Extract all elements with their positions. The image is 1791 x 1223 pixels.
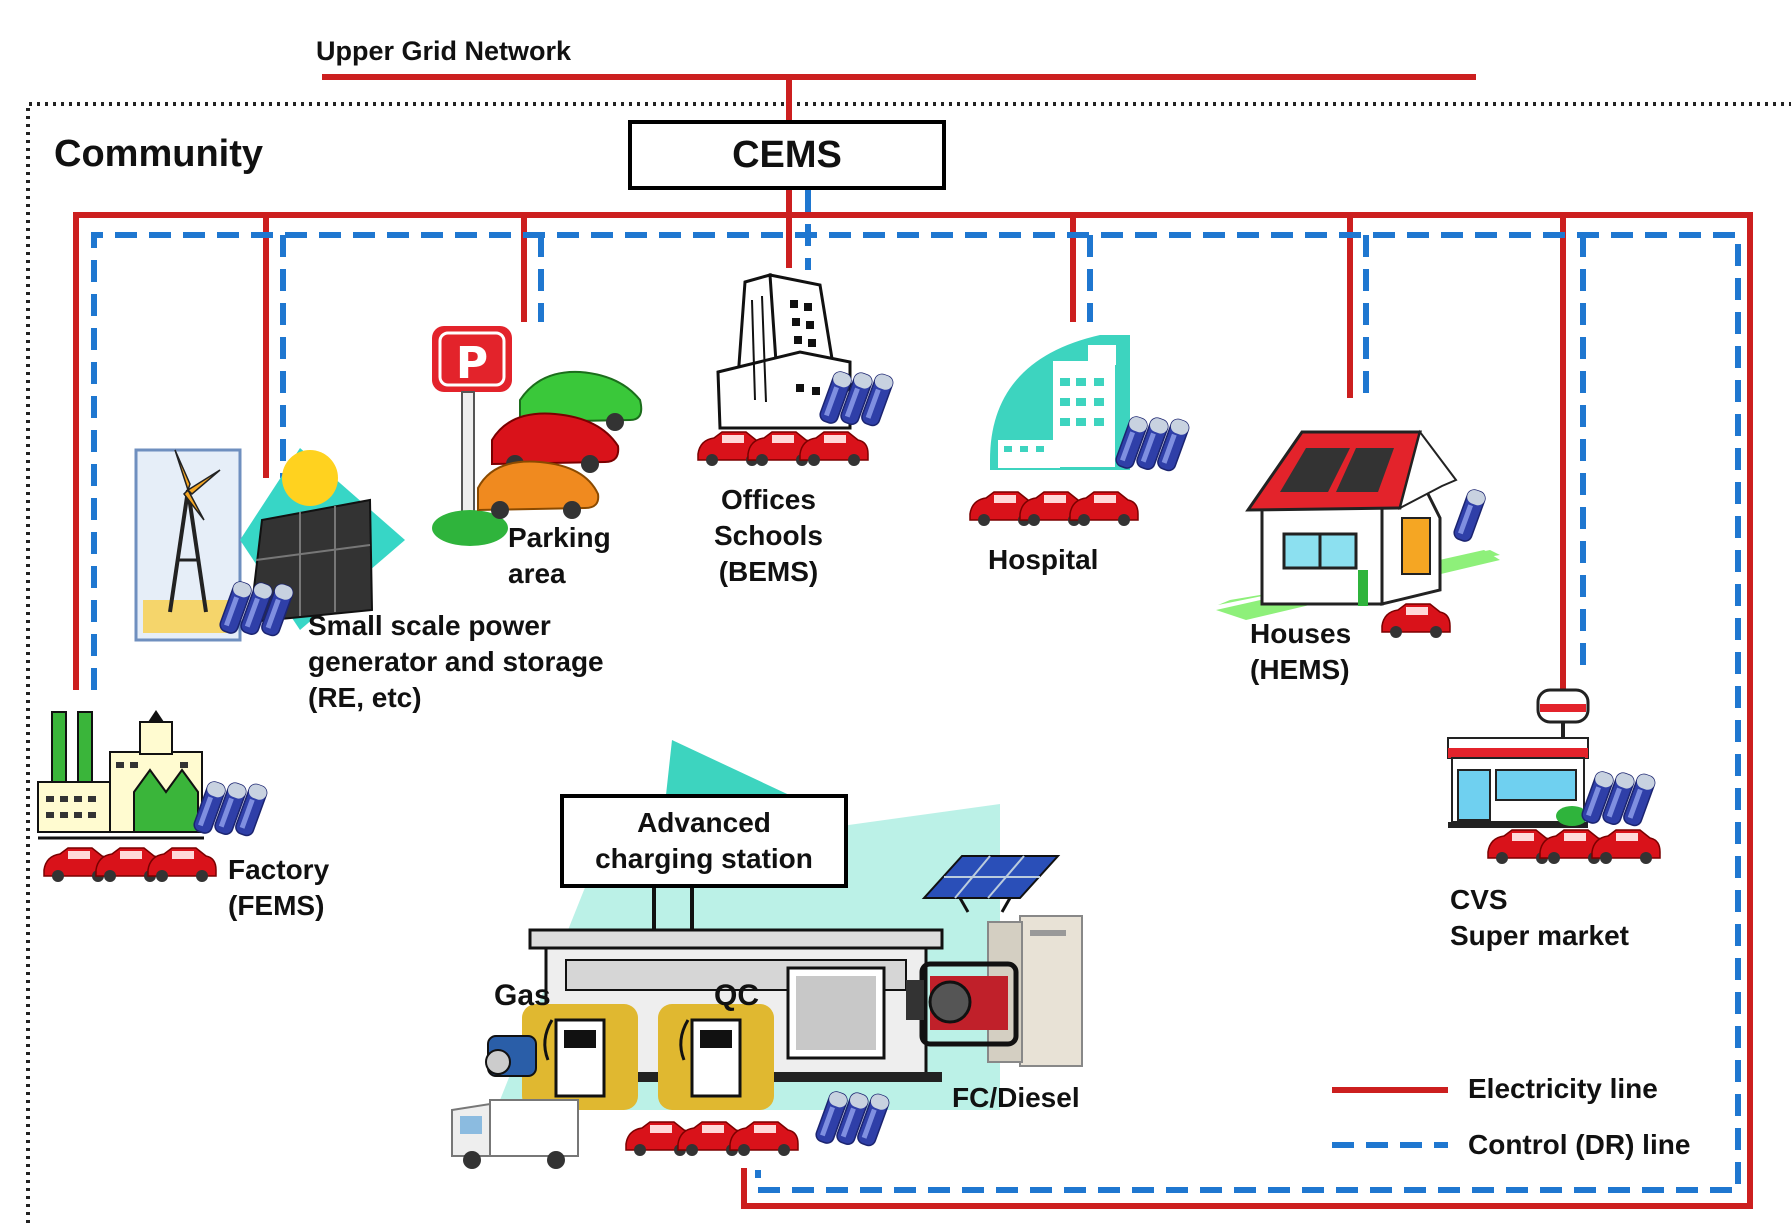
car-icons [625, 1121, 799, 1157]
wind-turbine-icon [134, 448, 242, 642]
car-icons [697, 431, 869, 467]
parking-icon: P [432, 326, 643, 546]
generator-icon [485, 1035, 537, 1077]
upper-grid-network-label: Upper Grid Network [316, 36, 572, 66]
car-icons [43, 847, 217, 883]
upper-grid-line [322, 74, 1476, 120]
hospital-icon [990, 335, 1130, 470]
cems-label: CEMS [732, 133, 842, 176]
cems-box: CEMS [628, 120, 946, 190]
truck-icon [451, 1099, 579, 1169]
cvs-supermarket-label: CVS Super market [1450, 884, 1629, 951]
diesel-generator-icon [906, 961, 1019, 1047]
battery-icon [1451, 487, 1488, 544]
house-icon [1216, 429, 1500, 620]
houses-label: Houses (HEMS) [1250, 618, 1352, 685]
factory-label: Factory (FEMS) [228, 854, 330, 921]
qc-label: QC [714, 979, 759, 1012]
parking-area-label: Parking area [508, 522, 611, 589]
legend-electricity-label: Electricity line [1468, 1073, 1658, 1104]
charging-station-label: Advanced charging station [595, 807, 813, 874]
fc-diesel-label: FC/Diesel [952, 1082, 1080, 1113]
charging-station-box: Advanced charging station [560, 794, 848, 888]
factory-icon [37, 710, 204, 840]
hospital-label: Hospital [988, 544, 1099, 575]
car-icons [969, 491, 1139, 527]
battery-pack-icon [1579, 769, 1658, 829]
car-icons [1487, 829, 1661, 865]
legend [1332, 1087, 1448, 1148]
gas-label: Gas [494, 979, 551, 1012]
convenience-store-icon [1447, 688, 1590, 828]
control-lines [91, 190, 1741, 1193]
offices-schools-label: Offices Schools (BEMS) [714, 484, 823, 587]
community-label: Community [54, 133, 263, 175]
small-scale-generator-label: Small scale power generator and storage … [308, 610, 604, 713]
svg-text:P: P [456, 338, 488, 389]
car-icons [1381, 603, 1451, 639]
station-solar-panel-icon [921, 855, 1061, 913]
office-building-icon [716, 273, 852, 430]
legend-control-label: Control (DR) line [1468, 1129, 1691, 1160]
